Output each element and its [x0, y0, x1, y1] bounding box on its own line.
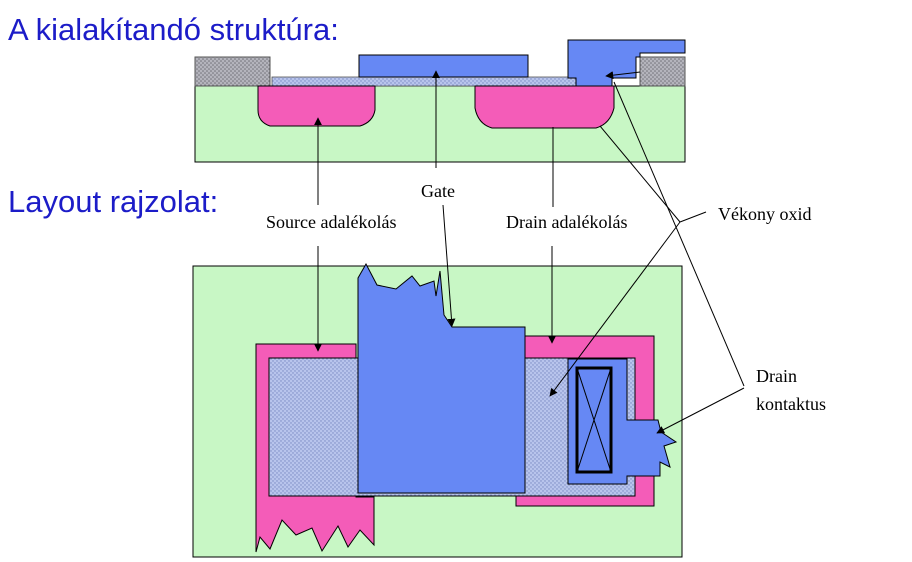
thin-oxide-label: Vékony oxid — [718, 204, 812, 224]
source-doping-label: Source adalékolás — [266, 212, 396, 232]
annotation-lines — [314, 70, 745, 434]
gate-label: Gate — [421, 181, 455, 201]
drain-doping-label: Drain adalékolás — [506, 212, 627, 232]
field-oxide-left — [194, 56, 271, 87]
drain-well — [474, 85, 615, 129]
drain-contact-label-line1: Drain — [756, 366, 797, 386]
gate-electrode — [358, 54, 529, 78]
layout-drawing — [192, 262, 683, 558]
structure-title: A kialakítandó struktúra: — [8, 12, 339, 47]
oxide-leader — [679, 211, 707, 223]
thin-oxide-layer — [271, 76, 578, 87]
contact-line-structure — [613, 81, 745, 387]
cross-section — [194, 39, 686, 163]
gate-polygon — [357, 262, 526, 494]
drain-contact-label-line2: kontaktus — [756, 394, 826, 414]
gate-arrow-down — [442, 204, 456, 327]
contact-metal-arrow — [605, 71, 641, 80]
oxide-arrow-layout — [549, 221, 681, 397]
layout-title: Layout rajzolat: — [8, 184, 218, 219]
contact-arrow-layout — [656, 387, 745, 434]
field-oxide-right — [639, 56, 686, 87]
drain-contact-metal — [567, 39, 686, 87]
source-well — [257, 85, 376, 127]
contact-cross-2 — [576, 367, 612, 473]
